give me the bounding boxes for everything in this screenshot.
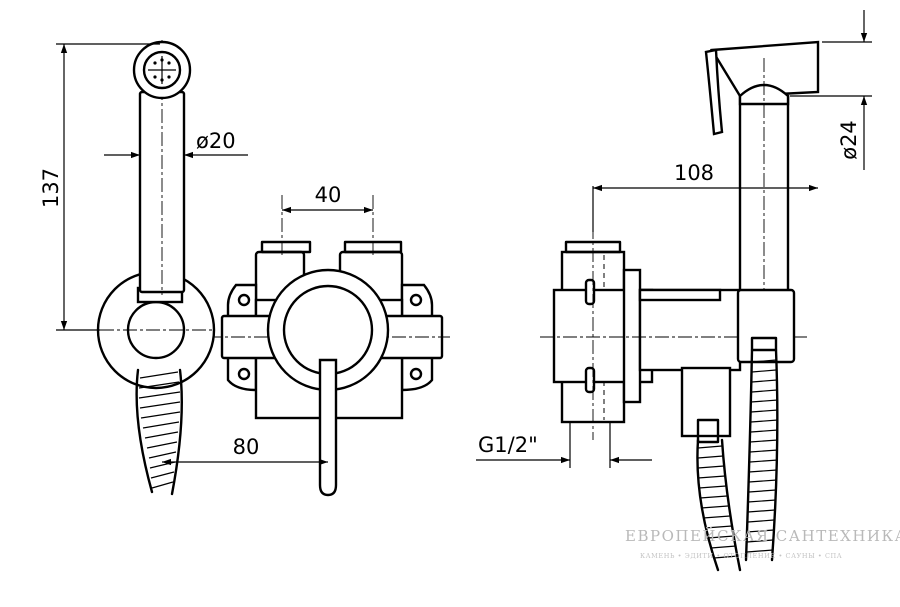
- watermark: ЕВРОПЕЙСКАЯ САНТЕХНИКА КАМЕНЬ • ЭДИТИ • …: [625, 526, 900, 560]
- dim-137: 137: [39, 43, 160, 331]
- dim-108-label: 108: [674, 161, 714, 185]
- side-view: 108 ø24 G1/2": [476, 10, 872, 572]
- watermark-tagline: КАМЕНЬ • ЭДИТИ • ОТОПЛЕНИЕ • САУНЫ • СПА: [640, 552, 842, 560]
- dim-thread: G1/2": [476, 422, 652, 468]
- dim-80: 80: [162, 435, 328, 466]
- dim-108: 108: [592, 161, 818, 232]
- hose-front: [135, 368, 183, 496]
- dim-diameter-24: ø24: [790, 10, 872, 170]
- dim-40: 40: [282, 183, 373, 214]
- front-view: 137 ø20 40 80: [39, 40, 450, 497]
- dim-137-label: 137: [39, 168, 63, 208]
- valve-body-side: [540, 225, 810, 440]
- dim-40-label: 40: [315, 183, 342, 207]
- dim-80-label: 80: [233, 435, 260, 459]
- hand-shower-side: [704, 40, 820, 300]
- dim-diameter-20: ø20: [104, 129, 248, 159]
- hand-shower-front: [132, 40, 192, 295]
- watermark-brand: ЕВРОПЕЙСКАЯ САНТЕХНИКА: [625, 526, 900, 545]
- hose-side: [696, 348, 779, 572]
- dim-diameter-20-label: ø20: [196, 129, 236, 153]
- holder-side: [680, 288, 796, 444]
- dim-thread-label: G1/2": [478, 433, 538, 457]
- mixer-handle: [266, 268, 390, 497]
- dim-diameter-24-label: ø24: [837, 120, 861, 160]
